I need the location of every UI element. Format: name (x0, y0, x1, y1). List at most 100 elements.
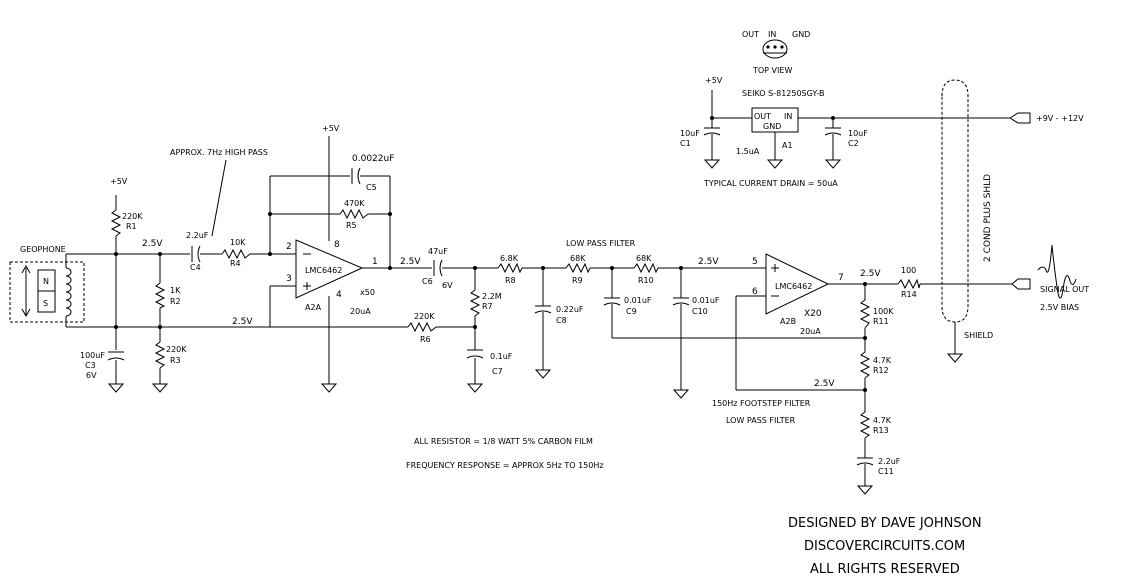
c7-value: 0.1uF (490, 352, 513, 361)
r4-value: 10K (230, 238, 246, 247)
regulator (751, 39, 799, 133)
c3-value: 100uF (80, 351, 105, 360)
r9-value: 68K (570, 254, 586, 263)
r7-value: 2.2M (482, 292, 502, 301)
c9-value: 0.01uF (624, 296, 652, 305)
c6-volt: 6V (442, 281, 453, 290)
c3-ref: C3 (85, 361, 96, 370)
r7-ref: R7 (482, 302, 493, 311)
r12-value: 4.7K (873, 356, 892, 365)
r14-ref: R14 (901, 290, 917, 299)
c6-ref: C6 (422, 277, 433, 286)
c5-value: 0.0022uF (352, 154, 394, 164)
r12-ref: R12 (873, 366, 889, 375)
regulator-view: TOP VIEW (752, 66, 792, 75)
r1-ref: R1 (126, 222, 137, 231)
a2b-gain: X20 (804, 309, 822, 319)
a2a-gain: x50 (360, 288, 375, 297)
a2a-pin8: 8 (334, 240, 340, 250)
resistor-note: ALL RESISTOR = 1/8 WATT 5% CARBON FILM (414, 437, 593, 446)
a2b-pin7: 7 (838, 273, 844, 283)
r1-value: 220K (122, 212, 143, 221)
r9-ref: R9 (572, 276, 583, 285)
regulator-pin-in: IN (768, 30, 776, 39)
regulator-pin-out: OUT (742, 30, 759, 39)
net-5v-supply: +5V (705, 76, 723, 85)
r6-ref: R6 (420, 335, 431, 344)
bias-label: 2.5V BIAS (1040, 303, 1079, 312)
a2a-ref: A2A (305, 303, 322, 312)
a2a-part: LMC6462 (305, 266, 342, 275)
r13-value: 4.7K (873, 416, 892, 425)
r14-value: 100 (901, 266, 916, 275)
net-2v5-a2b-out: 2.5V (860, 269, 881, 279)
r2-ref: R2 (170, 297, 181, 306)
r10-ref: R10 (638, 276, 654, 285)
regulator-part: SEIKO S-81250SGY-B (742, 89, 824, 98)
response-note: FREQUENCY RESPONSE = APPROX 5Hz TO 150Hz (406, 461, 604, 470)
low-pass-note: LOW PASS FILTER (566, 239, 636, 248)
a2a-pin1: 1 (372, 257, 378, 267)
c11-value: 2.2uF (878, 457, 901, 466)
a2b-part: LMC6462 (775, 282, 812, 291)
c10-value: 0.01uF (692, 296, 720, 305)
a2a-current: 20uA (350, 307, 371, 316)
resistor-symbols (110, 208, 921, 439)
a2a-pin2: 2 (286, 242, 292, 252)
c8-value: 0.22uF (556, 305, 584, 314)
signal-out-label: SIGNAL OUT (1040, 285, 1089, 294)
geophone-label: GEOPHONE (20, 245, 66, 254)
c10-ref: C10 (692, 307, 708, 316)
c11-ref: C11 (878, 467, 894, 476)
net-2v5-a2b-in: 2.5V (698, 257, 719, 267)
net-2v5-in: 2.5V (142, 239, 163, 249)
r3-value: 220K (166, 345, 187, 354)
a2b-ref: A2B (780, 317, 796, 326)
c1-ref: C1 (680, 139, 691, 148)
r13-ref: R13 (873, 426, 889, 435)
a2a-pin4: 4 (336, 290, 342, 300)
shielded-cable (941, 79, 1077, 354)
a2b-pin5: 5 (752, 257, 758, 267)
high-pass-leader (211, 159, 227, 237)
net-5v-r1: +5V (110, 177, 128, 186)
a2b-current: 20uA (800, 327, 821, 336)
geophone (9, 253, 85, 328)
a2b-pin6: 6 (752, 287, 758, 297)
c2-value: 10uF (848, 129, 868, 138)
high-pass-note: APPROX. 7Hz HIGH PASS (170, 148, 268, 157)
c2-ref: C2 (848, 139, 859, 148)
net-2v5-a2a-out: 2.5V (400, 257, 421, 267)
net-2v5-ref: 2.5V (232, 317, 253, 327)
credit-designer: DESIGNED BY DAVE JOHNSON (788, 516, 982, 531)
c1-value: 10uF (680, 129, 700, 138)
credit-rights: ALL RIGHTS RESERVED (810, 562, 960, 577)
regulator-pin-gnd: GND (792, 30, 810, 39)
capacitor-symbols (107, 127, 874, 466)
c9-ref: C9 (626, 307, 637, 316)
c5-ref: C5 (366, 183, 377, 192)
r11-value: 100K (873, 307, 894, 316)
regulator-gnd: GND (763, 122, 781, 131)
current-note: TYPICAL CURRENT DRAIN = 50uA (703, 179, 838, 188)
geophone-s-pole: S (43, 299, 48, 308)
geophone-n-pole: N (43, 277, 49, 286)
r11-ref: R11 (873, 317, 889, 326)
r6-value: 220K (414, 312, 435, 321)
r10-value: 68K (636, 254, 652, 263)
c7-ref: C7 (492, 367, 503, 376)
r8-value: 6.8K (500, 254, 519, 263)
c4-value: 2.2uF (186, 231, 209, 240)
c6-value: 47uF (428, 247, 448, 256)
r2-value: 1K (170, 286, 181, 295)
regulator-quiescent: 1.5uA (736, 147, 760, 156)
regulator-in: IN (784, 112, 792, 121)
c8-ref: C8 (556, 316, 567, 325)
r3-ref: R3 (170, 356, 181, 365)
credit-site: DISCOVERCIRCUITS.COM (804, 539, 965, 554)
r5-value: 470K (344, 199, 365, 208)
net-2v5-fb: 2.5V (814, 379, 835, 389)
footstep-note-1: 150Hz FOOTSTEP FILTER (712, 399, 811, 408)
opamp-a2a (295, 239, 364, 299)
